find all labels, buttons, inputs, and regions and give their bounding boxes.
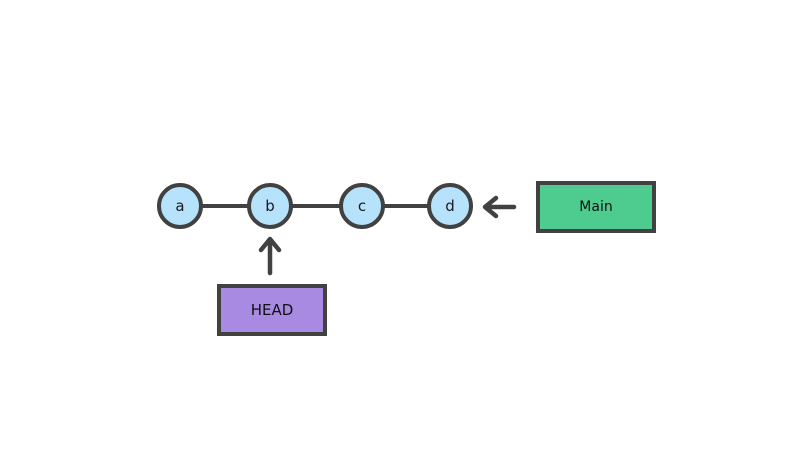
commit-node-label: d [445,196,455,215]
main-branch-label-text: Main [579,199,613,215]
commit-node-b: b [247,183,293,229]
head-label: HEAD [217,284,327,336]
main-branch-label: Main [536,181,656,233]
commit-node-a: a [157,183,203,229]
head-label-text: HEAD [250,301,294,319]
up-arrow-icon [258,236,282,276]
commit-node-label: a [175,196,185,215]
left-arrow-icon [482,195,517,219]
commit-connector-line [180,204,450,208]
commit-node-label: c [357,196,367,215]
commit-node-d: d [427,183,473,229]
commit-node-label: b [265,196,275,215]
commit-node-c: c [339,183,385,229]
